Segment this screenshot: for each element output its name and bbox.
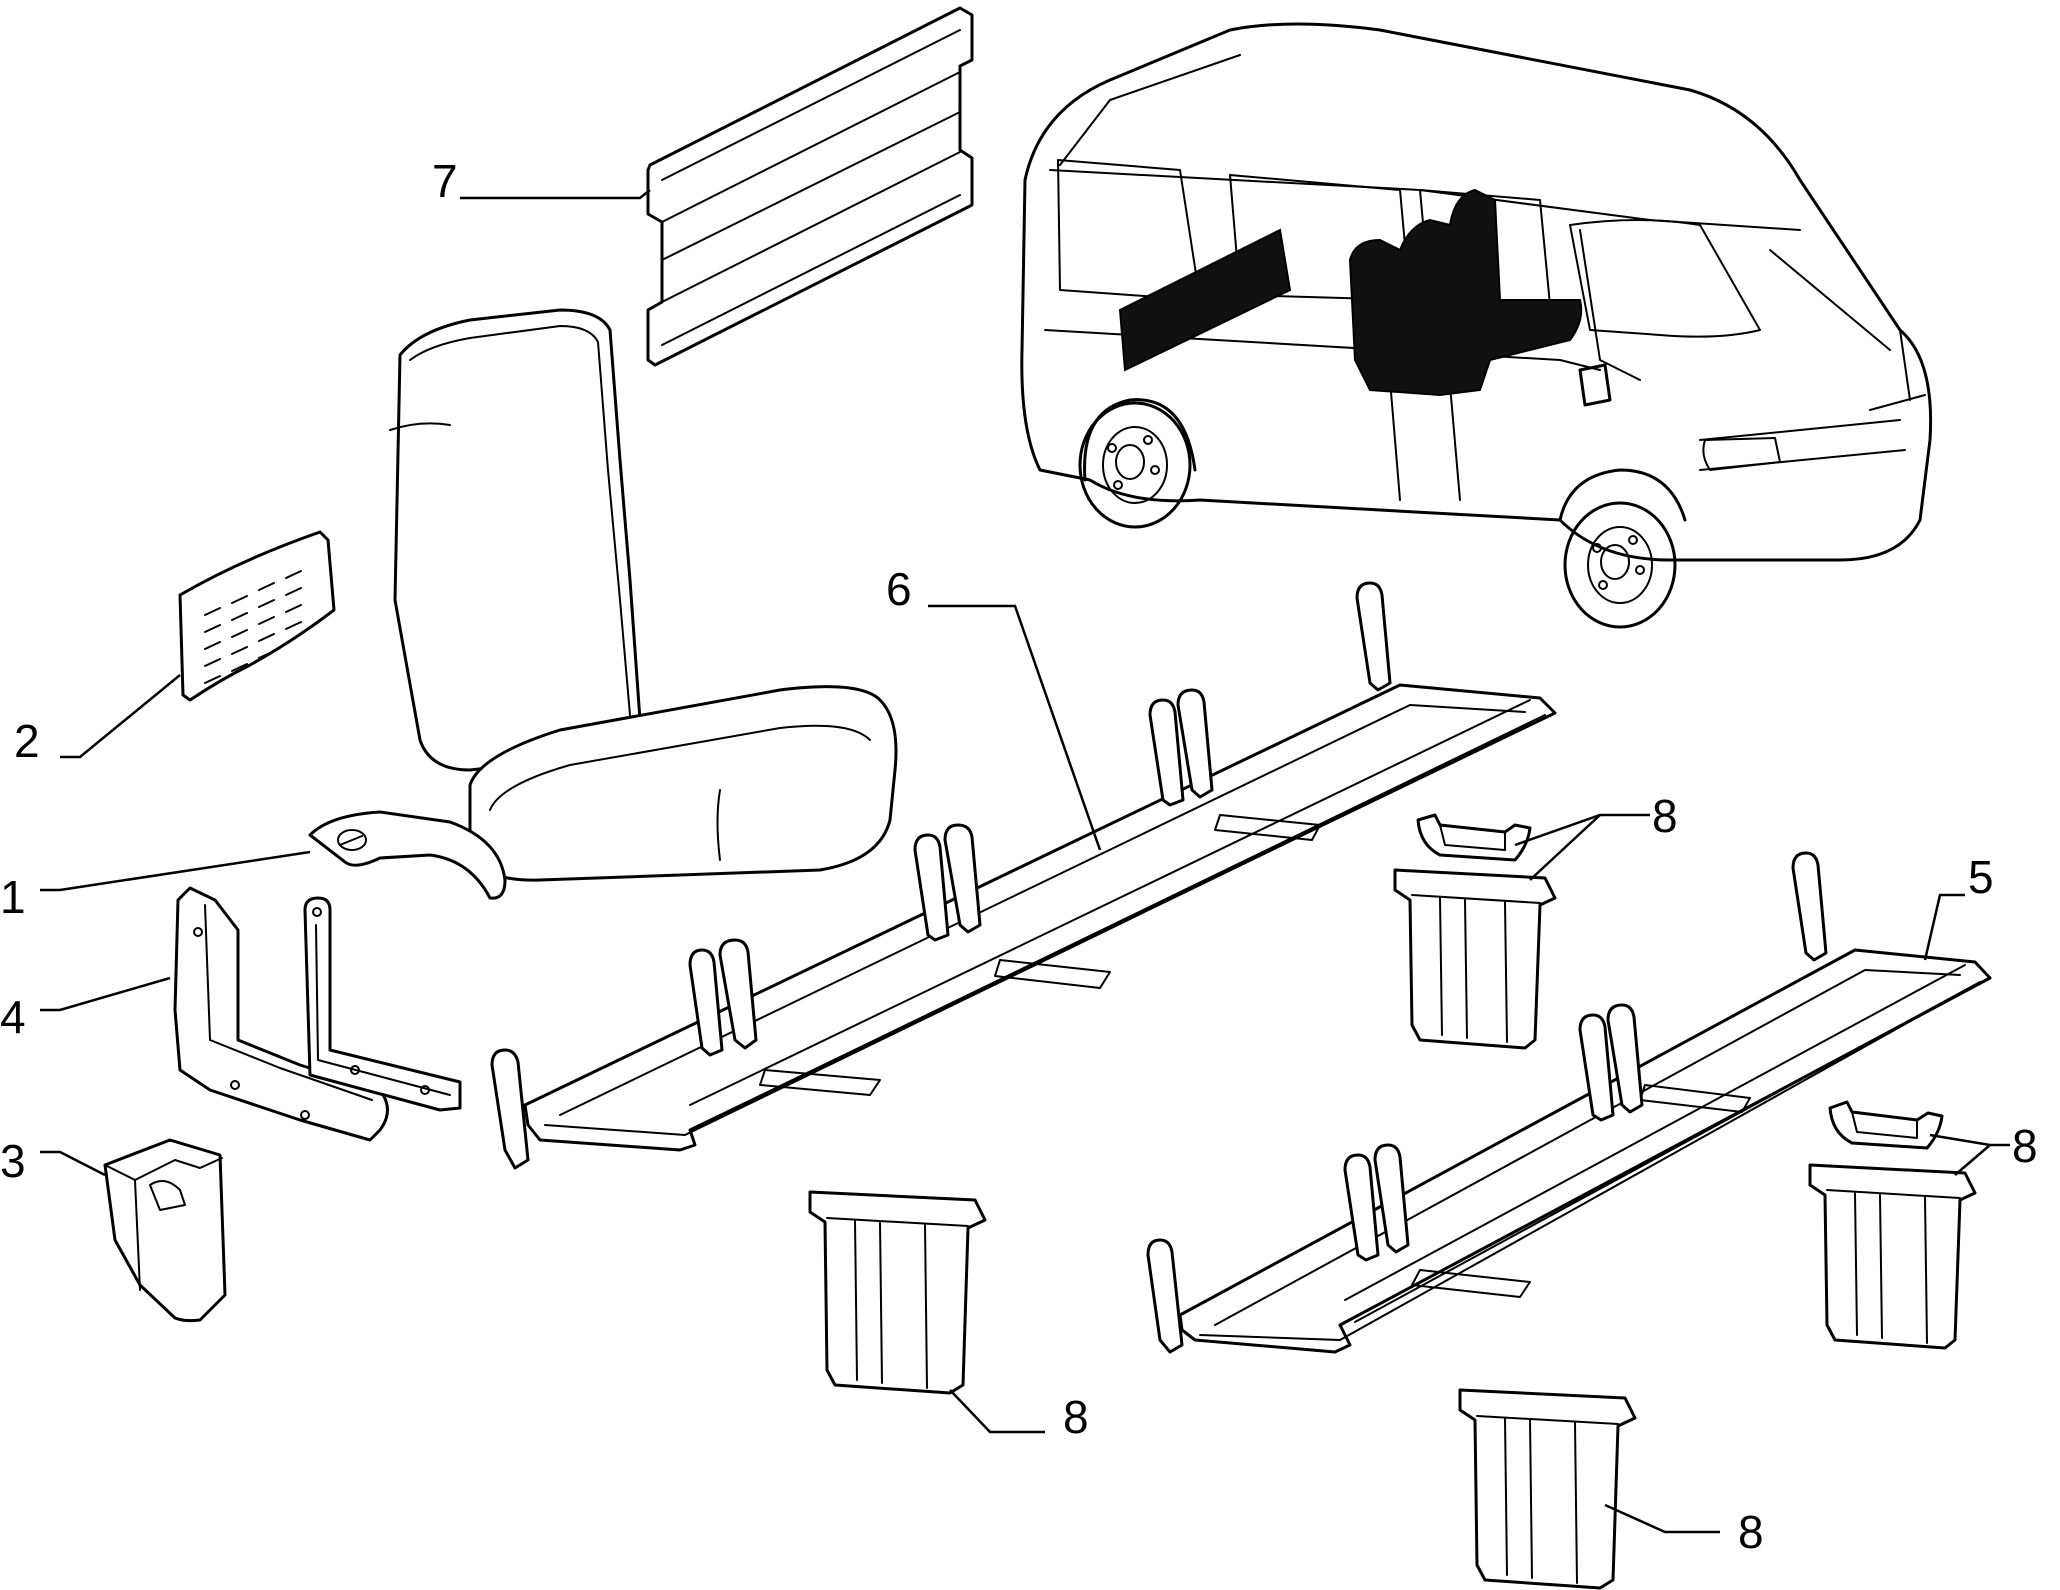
long-seat-rail xyxy=(490,581,1557,1170)
callout-5: 5 xyxy=(1968,851,1994,903)
l-strap-part xyxy=(303,896,462,1112)
cover-part xyxy=(1393,868,1557,1050)
callout-8-cover-left: 8 xyxy=(1063,1391,1089,1443)
side-panel-part xyxy=(646,6,974,367)
cover-part xyxy=(1458,1388,1637,1590)
perforated-cover-part xyxy=(178,530,336,702)
callout-8-cover-bottom: 8 xyxy=(1738,1506,1764,1558)
bracket-part xyxy=(173,886,389,1142)
cover-part xyxy=(808,1190,987,1395)
callout-4: 4 xyxy=(0,991,26,1043)
van-highlight-seats xyxy=(1348,188,1583,397)
cover-part xyxy=(1808,1163,1977,1350)
callout-3: 3 xyxy=(0,1135,26,1187)
clip-part xyxy=(1416,813,1532,862)
short-seat-rail xyxy=(1146,851,1992,1354)
callout-8-clip-top: 8 xyxy=(1652,790,1678,842)
leader-lines xyxy=(40,189,2010,1534)
seat-assembly xyxy=(389,308,898,882)
callout-labels: 7 2 1 4 3 6 5 8 8 8 8 xyxy=(0,155,2038,1558)
van-highlight-panel xyxy=(1118,228,1292,372)
van-illustration xyxy=(1020,22,1933,629)
end-cap-part xyxy=(103,1138,227,1323)
callout-2: 2 xyxy=(14,715,40,767)
clip-part xyxy=(1828,1100,1944,1150)
callout-8-clip-right: 8 xyxy=(2012,1120,2038,1172)
callout-7: 7 xyxy=(432,155,458,207)
callout-6: 6 xyxy=(886,563,912,615)
callout-1: 1 xyxy=(0,871,26,923)
armrest-trim-part xyxy=(308,810,507,900)
